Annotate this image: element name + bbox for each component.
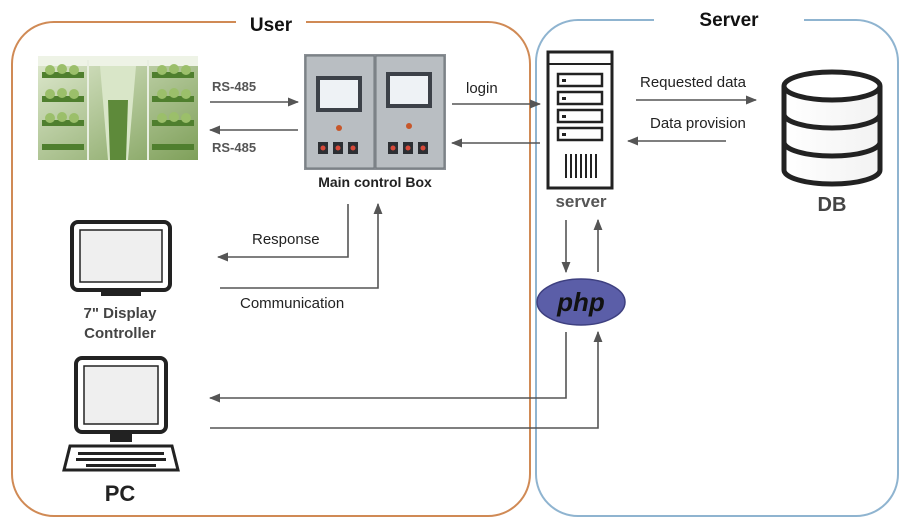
arrow-communication	[220, 202, 383, 289]
display-monitor-icon	[70, 220, 172, 296]
edge-label-communication: Communication	[240, 295, 344, 312]
server-label: server	[555, 192, 606, 211]
pc-icon	[62, 356, 180, 472]
arrow-pc-to-php	[210, 330, 603, 429]
edge-label-data-provision: Data provision	[650, 115, 746, 132]
arrow-php-to-pc	[208, 332, 567, 403]
db-label: DB	[818, 194, 847, 216]
edge-label-requested-data: Requested data	[640, 74, 747, 91]
pc-label: PC	[105, 481, 136, 506]
edge-label-rs485-in: RS-485	[212, 79, 256, 94]
main-control-box-label: Main control Box	[318, 174, 432, 190]
edge-label-rs485-out: RS-485	[212, 140, 256, 155]
vertical-farm-image	[38, 56, 198, 160]
display-label-line2: Controller	[84, 325, 156, 342]
php-label: php	[556, 287, 605, 317]
main-control-box-icon	[304, 54, 446, 170]
display-label-line1: 7" Display	[84, 305, 158, 322]
php-logo-icon	[536, 278, 626, 326]
arrow-response	[216, 204, 349, 262]
edge-label-login: login	[466, 80, 498, 97]
edge-label-response: Response	[252, 231, 320, 248]
user-group-title: User	[250, 15, 293, 36]
server-group-title: Server	[699, 10, 759, 31]
database-icon	[781, 69, 883, 187]
server-icon	[546, 50, 614, 190]
